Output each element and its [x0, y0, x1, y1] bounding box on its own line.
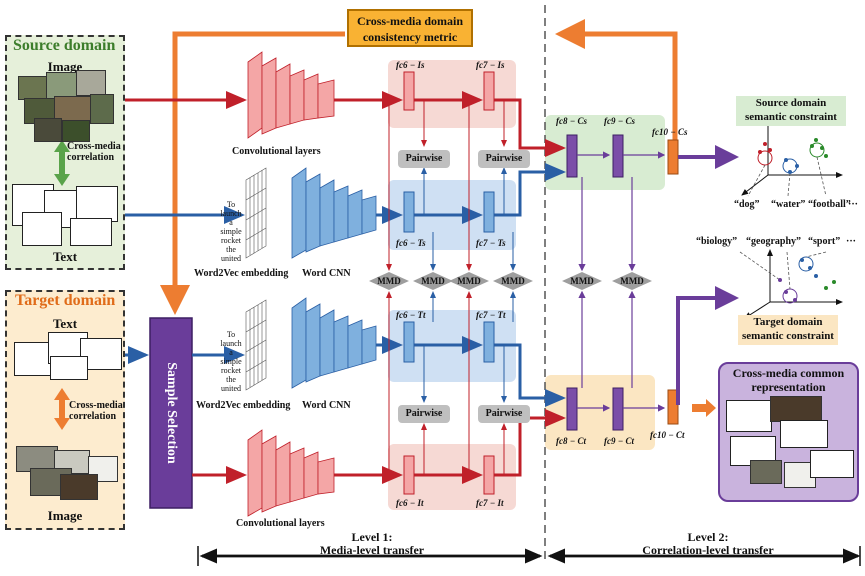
sentence-top: To launch a simple rocket the united	[220, 200, 242, 263]
pairwise-source-6: Pairwise	[398, 150, 450, 168]
pairwise-target-7: Pairwise	[478, 405, 530, 423]
conv-stack-bottom	[247, 429, 335, 517]
sample-selection: Sample Selection	[150, 318, 192, 508]
fc8-Ct-label: fc8 − Ct	[556, 436, 586, 446]
mmd-fc7-text: MMD	[501, 276, 525, 286]
level2-label: Level 2: Correlation-level transfer	[628, 531, 788, 557]
target-doc-3	[80, 338, 122, 370]
w2v-top-label: Word2Vec embedding	[194, 268, 289, 279]
fc7-Tt-label: fc7 − Tt	[476, 310, 506, 320]
common-representation-panel: Cross-media common representation	[718, 362, 859, 502]
tgt-word-geography: “geography”	[746, 236, 801, 247]
source-domain-panel: Source domain Image Cross-media correlat…	[5, 35, 125, 270]
source-photo-5	[54, 96, 92, 124]
mmd-fc8: MMD	[570, 276, 594, 286]
sample-selection-label: Sample Selection	[164, 362, 179, 464]
consistency-metric-box: Cross-media domain consistency metric	[347, 9, 473, 47]
sentence-bottom: To launch a simple rocket the united	[220, 330, 242, 393]
source-photo-3	[76, 70, 106, 96]
word-cnn-bottom	[291, 297, 377, 389]
fc10-Ct-label: fc10 − Ct	[650, 430, 685, 440]
word-cnn-top-label: Word CNN	[302, 268, 351, 279]
fc-bars-image	[403, 71, 495, 495]
source-doc-3	[22, 212, 62, 246]
fc-bars-corr	[566, 134, 624, 431]
common-doc-1	[726, 400, 772, 432]
target-semantic-space	[744, 249, 843, 319]
mmd-fc6-image: MMD	[377, 276, 401, 286]
common-doc-4	[810, 450, 854, 478]
source-domain-title: Source domain	[13, 37, 116, 54]
fc7-It-label: fc7 − It	[476, 498, 504, 508]
target-image-label: Image	[47, 508, 83, 523]
tgt-word-biology: “biology”	[696, 236, 738, 247]
source-photo-1	[18, 76, 48, 100]
common-representation-title: Cross-media common representation	[732, 366, 845, 394]
mmd-fc9: MMD	[620, 276, 644, 286]
common-photo-1	[770, 396, 822, 422]
fc7-Is-label: fc7 − Is	[476, 60, 505, 70]
fc-bars-text	[403, 191, 495, 363]
src-word-water: “water”	[771, 199, 806, 210]
target-doc-1	[14, 342, 54, 376]
tgt-word-more: ···	[846, 236, 857, 247]
target-domain-panel: Target domain Text Cross-media correlati…	[5, 290, 125, 530]
fc8-Cs-label: fc8 − Cs	[556, 116, 587, 126]
to-common-arrow	[692, 399, 716, 417]
source-doc-5	[70, 218, 112, 246]
src-word-football: “football”	[808, 199, 851, 210]
fc10-Cs-label: fc10 − Cs	[652, 127, 688, 137]
fc6-Is-label: fc6 − Is	[396, 60, 425, 70]
mmd-fc7-image: MMD	[457, 276, 481, 286]
source-photo-8	[62, 120, 90, 142]
target-text-label: Text	[52, 316, 78, 331]
target-photo-1	[16, 446, 58, 472]
level1-label: Level 1: Media-level transfer	[292, 531, 452, 557]
source-corr-region	[545, 115, 665, 190]
w2v-bottom-label: Word2Vec embedding	[196, 400, 291, 411]
level1-subtitle: Media-level transfer	[319, 543, 425, 557]
target-domain-title: Target domain	[15, 292, 116, 309]
w2v-grid-bottom	[245, 299, 267, 391]
fc6-Ts-label: fc6 − Ts	[396, 238, 426, 248]
conv-stack-top	[247, 51, 335, 139]
src-word-more: ···	[848, 199, 859, 210]
source-photo-2	[46, 72, 78, 100]
source-image-label: Image	[47, 59, 83, 74]
fc9-Ct-label: fc9 − Ct	[604, 436, 634, 446]
sample-selection-box	[149, 317, 193, 509]
fc6-Tt-label: fc6 − Tt	[396, 310, 426, 320]
source-constraint-label: Source domain semantic constraint	[736, 96, 846, 126]
common-photo-2	[750, 460, 782, 484]
source-photo-7	[34, 118, 62, 142]
source-correlation-label: Cross-media correlation	[67, 141, 121, 163]
target-doc-4	[50, 356, 88, 380]
pairwise-source-7: Pairwise	[478, 150, 530, 168]
mmd-fc6-text: MMD	[421, 276, 445, 286]
source-text-label: Text	[52, 249, 78, 264]
src-word-dog: “dog”	[734, 199, 760, 210]
target-constraint-label: Target domain semantic constraint	[738, 315, 838, 345]
target-correlation-label: Cross-media correlation	[69, 400, 123, 422]
word-cnn-bottom-label: Word CNN	[302, 400, 351, 411]
fc7-Ts-label: fc7 − Ts	[476, 238, 506, 248]
fc9-Cs-label: fc9 − Cs	[604, 116, 635, 126]
source-doc-4	[76, 186, 118, 222]
fc6-It-label: fc6 − It	[396, 498, 424, 508]
target-photo-5	[60, 474, 98, 500]
word-cnn-top	[291, 167, 377, 259]
conv-layers-bottom-label: Convolutional layers	[236, 518, 325, 529]
level1-title: Level 1:	[351, 530, 393, 544]
level2-title: Level 2:	[687, 530, 729, 544]
level2-subtitle: Correlation-level transfer	[642, 543, 774, 557]
pairwise-target-6: Pairwise	[398, 405, 450, 423]
w2v-grid-top	[245, 167, 267, 259]
common-doc-2	[780, 420, 828, 448]
tgt-word-sport: “sport”	[808, 236, 841, 247]
conv-layers-top-label: Convolutional layers	[232, 146, 321, 157]
source-photo-6	[90, 94, 114, 124]
